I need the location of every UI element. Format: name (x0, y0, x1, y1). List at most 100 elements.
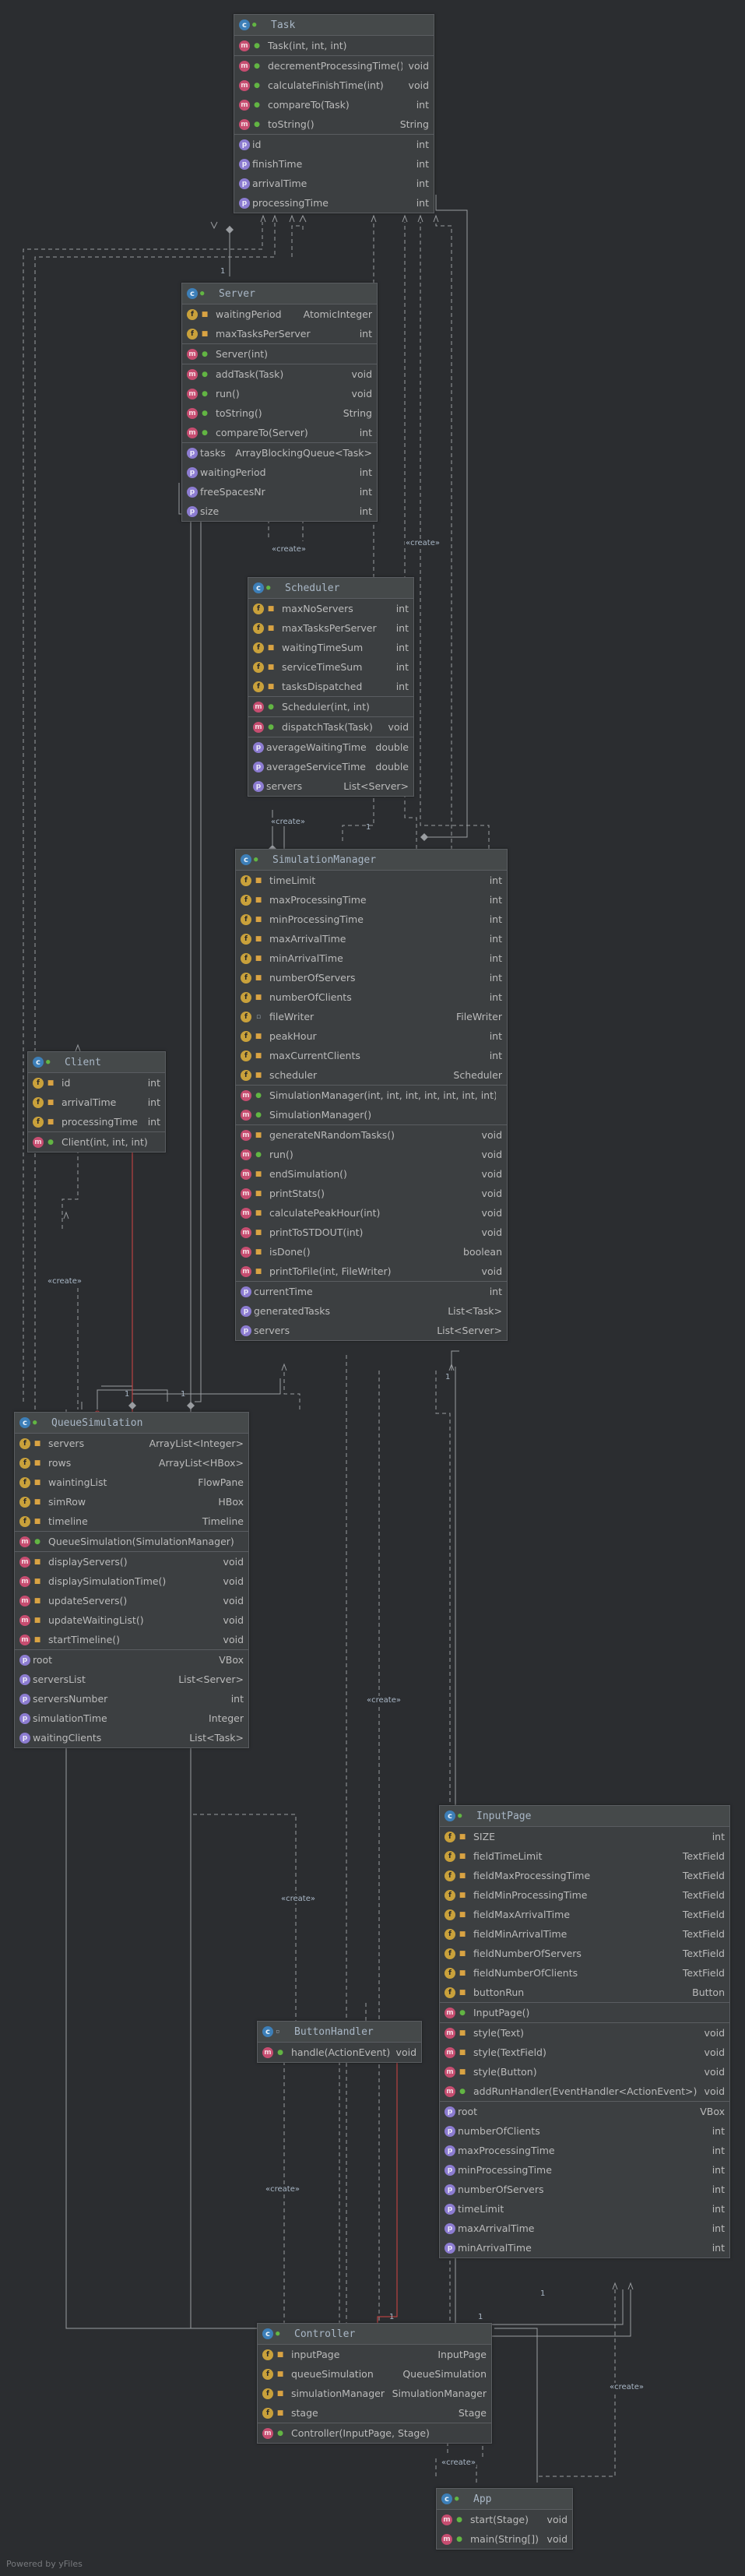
member-row[interactable]: m●compareTo(Server)int (182, 423, 377, 442)
class-task[interactable]: c●Task m●Task(int, int, int)m●decrementP… (234, 14, 434, 213)
member-row[interactable]: m●handle(ActionEvent)void (258, 2043, 421, 2062)
member-row[interactable]: m■displayServers()void (15, 1552, 248, 1571)
class-button-handler[interactable]: c▫ButtonHandler m●handle(ActionEvent)voi… (257, 2021, 422, 2063)
member-row[interactable]: m■style(TextField)void (440, 2043, 729, 2062)
member-row[interactable]: m■updateServers()void (15, 1591, 248, 1610)
member-row[interactable]: m●Task(int, int, int) (234, 36, 434, 55)
member-row[interactable]: m●run()void (236, 1145, 507, 1164)
member-row[interactable]: m●decrementProcessingTime()void (234, 56, 434, 76)
member-row[interactable]: m●SimulationManager(int, int, int, int, … (236, 1086, 507, 1105)
member-row[interactable]: m●toString()String (234, 114, 434, 134)
member-row[interactable]: m●dispatchTask(Task)void (248, 717, 413, 737)
member-row[interactable]: m■endSimulation()void (236, 1164, 507, 1184)
member-row[interactable]: m●Server(int) (182, 344, 377, 364)
member-row[interactable]: m●addTask(Task)void (182, 364, 377, 384)
member-row[interactable]: m■printStats()void (236, 1184, 507, 1203)
member-row[interactable]: m●Scheduler(int, int) (248, 697, 413, 716)
member-row[interactable]: m●InputPage() (440, 2003, 729, 2022)
member-row[interactable]: m●toString()String (182, 403, 377, 423)
member-row[interactable]: m■startTimeline()void (15, 1630, 248, 1649)
member-row[interactable]: m●Client(int, int, int) (28, 1132, 165, 1152)
member-row[interactable]: m●run()void (182, 384, 377, 403)
member-row[interactable]: m■generateNRandomTasks()void (236, 1125, 507, 1145)
member-row[interactable]: m●compareTo(Task)int (234, 95, 434, 114)
member-row[interactable]: m■displaySimulationTime()void (15, 1571, 248, 1591)
member-row[interactable]: m■calculatePeakHour(int)void (236, 1203, 507, 1223)
member-row[interactable]: m●addRunHandler(EventHandler<ActionEvent… (440, 2082, 729, 2101)
member-row[interactable]: m■style(Text)void (440, 2023, 729, 2043)
member-row[interactable]: m●Controller(InputPage, Stage) (258, 2423, 491, 2443)
member-row[interactable]: m●start(Stage)void (437, 2510, 572, 2529)
member-row[interactable]: m■style(Button)void (440, 2062, 729, 2082)
member-row[interactable]: m■printToSTDOUT(int)void (236, 1223, 507, 1242)
member-row[interactable]: m●main(String[])void (437, 2529, 572, 2549)
